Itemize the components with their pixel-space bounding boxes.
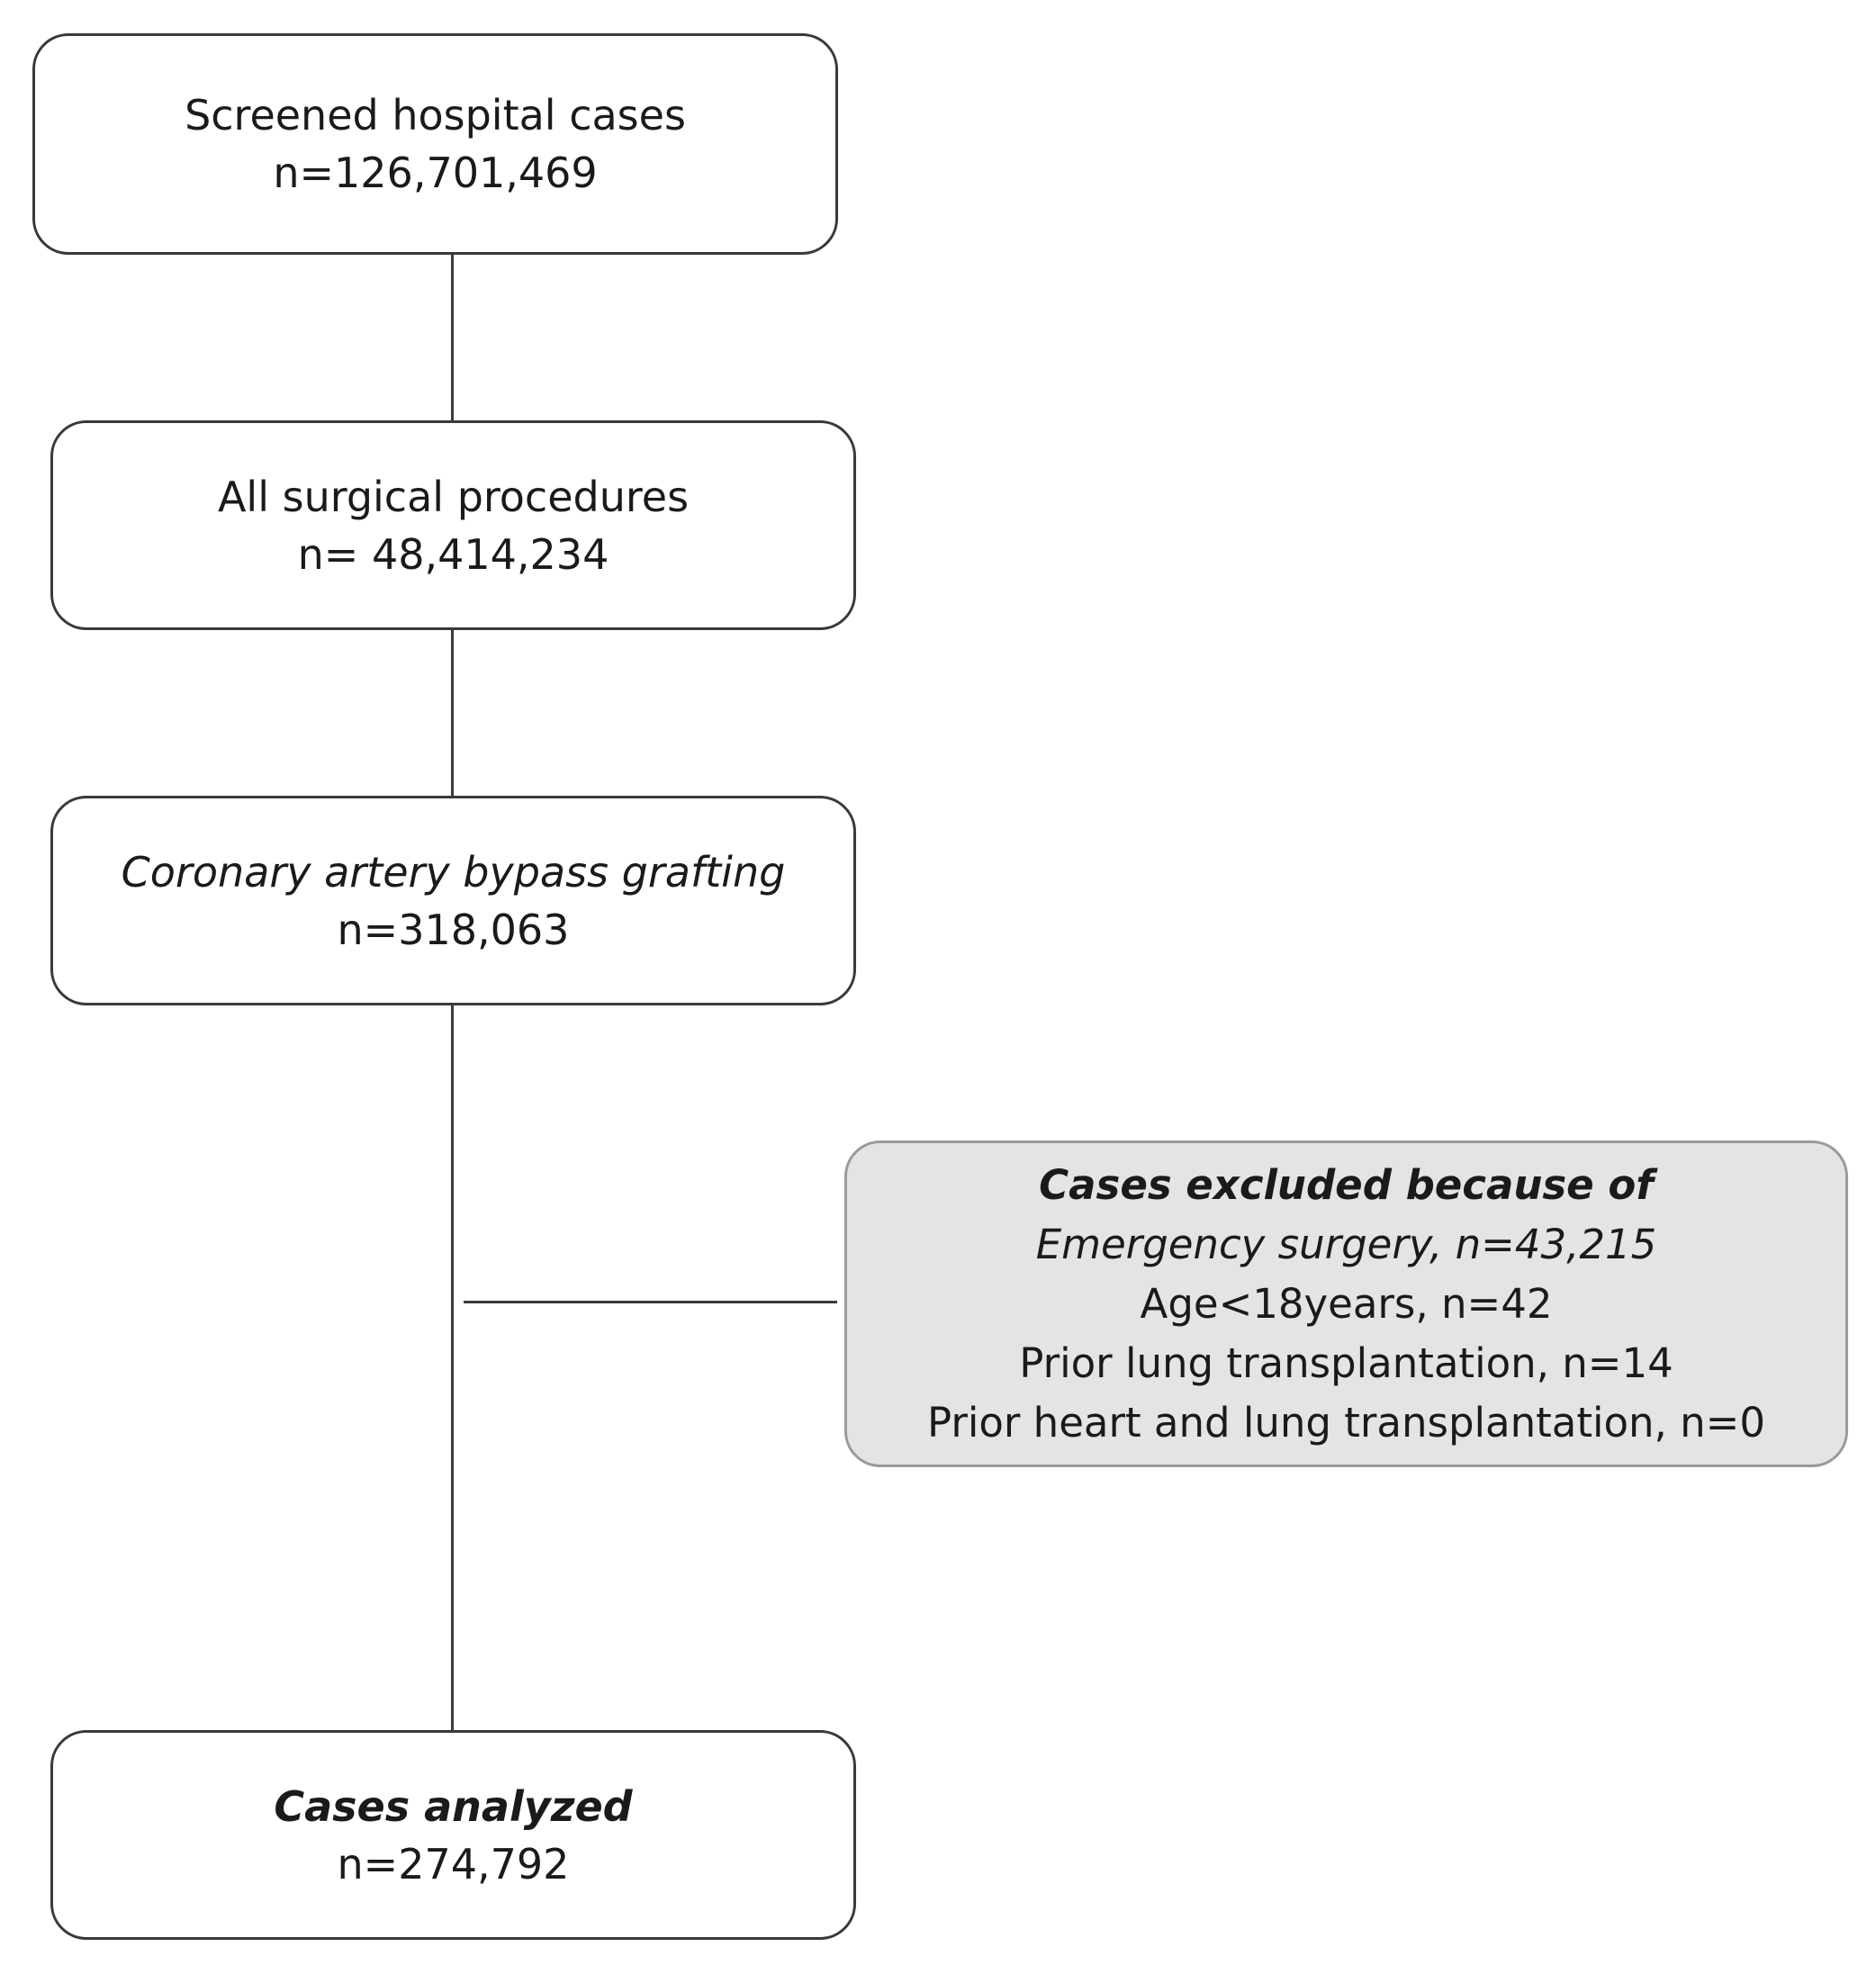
connector-surgical-to-cabg [451, 628, 454, 797]
excluded-item-age: Age<18years, n=42 [1140, 1279, 1553, 1328]
surgical-label: All surgical procedures [217, 472, 690, 521]
screened-label: Screened hospital cases [185, 91, 686, 140]
screened-count: n=126,701,469 [273, 149, 598, 197]
excluded-item-emergency: Emergency surgery, n=43,215 [1035, 1220, 1657, 1268]
cabg-count: n=318,063 [337, 905, 570, 954]
analyzed-label: Cases analyzed [274, 1781, 633, 1831]
box-cases-excluded: Cases excluded because of Emergency surg… [844, 1140, 1848, 1467]
connector-screened-to-surgical [451, 253, 454, 421]
cabg-label: Coronary artery bypass grafting [121, 847, 786, 897]
excluded-title: Cases excluded because of [1039, 1160, 1654, 1209]
connector-exclusion-branch [464, 1301, 837, 1303]
connector-cabg-to-analyzed [451, 1004, 454, 1731]
box-screened-hospital-cases: Screened hospital cases n=126,701,469 [32, 33, 838, 255]
box-all-surgical-procedures: All surgical procedures n= 48,414,234 [50, 420, 856, 630]
analyzed-count: n=274,792 [337, 1839, 570, 1888]
box-cases-analyzed: Cases analyzed n=274,792 [50, 1730, 856, 1940]
box-coronary-artery-bypass-grafting: Coronary artery bypass grafting n=318,06… [50, 796, 856, 1005]
surgical-count: n= 48,414,234 [297, 529, 609, 579]
excluded-item-heart-lung-transplant: Prior heart and lung transplantation, n=… [926, 1398, 1766, 1447]
excluded-item-lung-transplant: Prior lung transplantation, n=14 [1019, 1339, 1673, 1387]
